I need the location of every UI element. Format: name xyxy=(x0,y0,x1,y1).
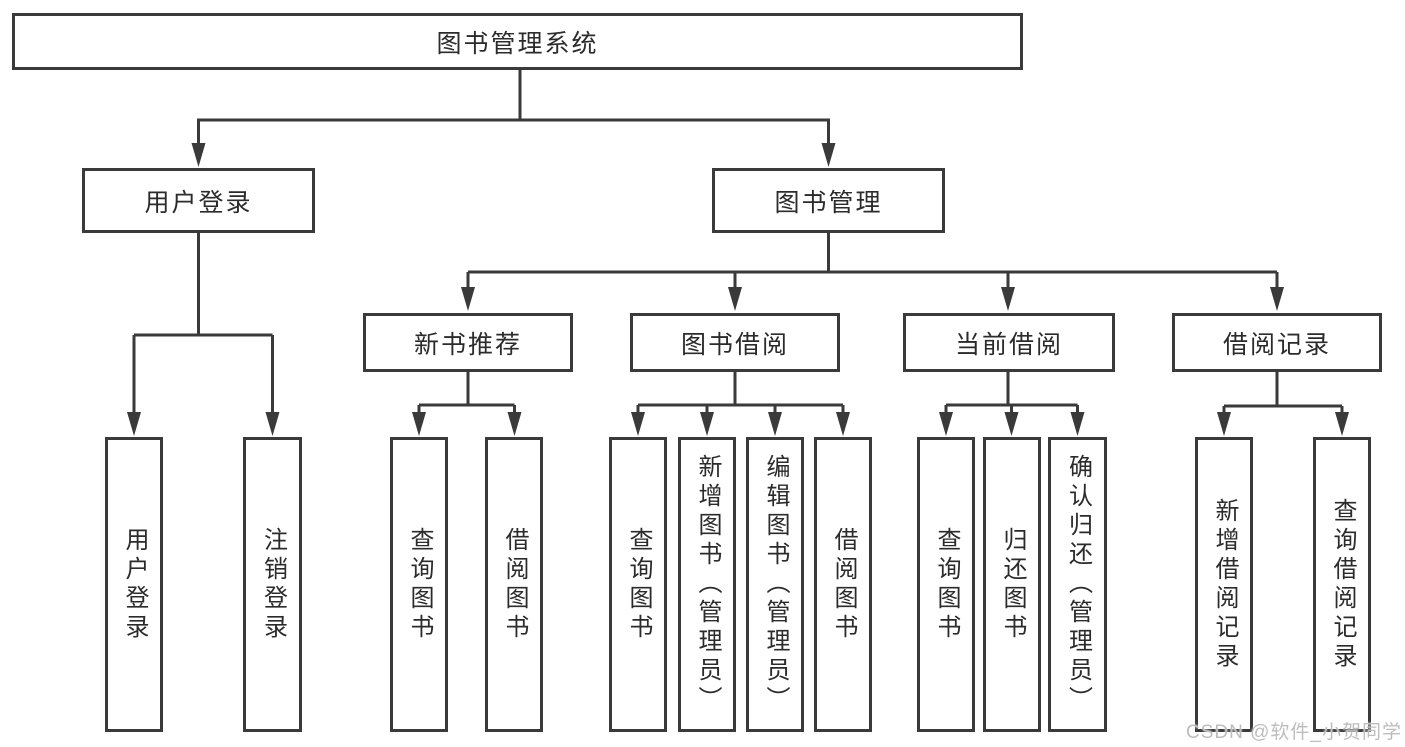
node-root-label: 图书管理系统 xyxy=(436,29,599,58)
node-root: 图书管理系统 xyxy=(12,13,1023,70)
node-leaf-borrow-books-borrow-label: 借阅图书 xyxy=(830,526,857,643)
node-leaf-query-books-recommend-label: 查询图书 xyxy=(406,526,433,643)
connector-recommend-to-leaves xyxy=(417,372,516,414)
node-borrowing-records-label: 借阅记录 xyxy=(1222,330,1331,359)
node-leaf-return-book-label: 归还图书 xyxy=(999,526,1026,643)
node-leaf-query-borrow-record: 查询借阅记录 xyxy=(1313,437,1371,732)
connector-records-to-leaves xyxy=(1222,372,1344,414)
connector-current-to-leaves xyxy=(944,372,1079,414)
connector-root-to-level2 xyxy=(197,70,830,146)
node-book-management: 图书管理 xyxy=(712,168,945,233)
connector-bookmgmt-to-level3 xyxy=(466,233,1279,290)
node-book-borrowing: 图书借阅 xyxy=(630,313,840,372)
node-borrowing-records: 借阅记录 xyxy=(1172,313,1382,372)
node-leaf-logout-label: 注销登录 xyxy=(259,526,287,643)
node-book-management-label: 图书管理 xyxy=(774,188,883,217)
node-leaf-query-books-borrow: 查询图书 xyxy=(609,437,667,732)
node-leaf-return-book: 归还图书 xyxy=(983,437,1041,732)
node-leaf-query-books-borrow-label: 查询图书 xyxy=(625,526,652,643)
csdn-watermark: CSDN @软件_小贺同学 xyxy=(1186,722,1402,743)
node-leaf-query-books-recommend: 查询图书 xyxy=(390,437,448,732)
node-leaf-user-login: 用户登录 xyxy=(105,437,163,732)
node-leaf-borrow-books-borrow: 借阅图书 xyxy=(814,437,872,732)
node-new-book-recommend-label: 新书推荐 xyxy=(413,330,522,359)
node-book-borrowing-label: 图书借阅 xyxy=(680,330,789,359)
node-current-borrowing: 当前借阅 xyxy=(903,313,1115,372)
node-user-login-label: 用户登录 xyxy=(144,188,253,217)
node-leaf-add-borrow-record: 新增借阅记录 xyxy=(1195,437,1253,732)
node-leaf-user-login-label: 用户登录 xyxy=(121,526,148,643)
node-leaf-borrow-books-recommend: 借阅图书 xyxy=(485,437,543,732)
node-user-login: 用户登录 xyxy=(82,168,315,233)
node-leaf-logout: 注销登录 xyxy=(243,437,302,732)
node-leaf-add-book-admin: 新增图书（管理员） xyxy=(678,437,736,732)
node-leaf-query-books-current: 查询图书 xyxy=(917,437,975,732)
node-leaf-confirm-return-admin-label: 确认归还（管理员） xyxy=(1064,454,1092,715)
node-leaf-add-book-admin-label: 新增图书（管理员） xyxy=(694,454,721,715)
node-leaf-edit-book-admin-label: 编辑图书（管理员） xyxy=(762,454,789,715)
node-leaf-borrow-books-recommend-label: 借阅图书 xyxy=(501,526,528,643)
node-leaf-edit-book-admin: 编辑图书（管理员） xyxy=(746,437,804,732)
connector-userlogin-to-leaves xyxy=(132,233,274,414)
node-leaf-query-books-current-label: 查询图书 xyxy=(933,526,960,643)
node-leaf-add-borrow-record-label: 新增借阅记录 xyxy=(1211,497,1238,672)
node-leaf-confirm-return-admin: 确认归还（管理员） xyxy=(1048,437,1107,732)
node-leaf-query-borrow-record-label: 查询借阅记录 xyxy=(1329,497,1356,672)
node-current-borrowing-label: 当前借阅 xyxy=(954,330,1063,359)
arrowheads xyxy=(127,143,1349,436)
node-new-book-recommend: 新书推荐 xyxy=(363,313,573,372)
connector-borrowing-to-leaves xyxy=(636,372,845,414)
